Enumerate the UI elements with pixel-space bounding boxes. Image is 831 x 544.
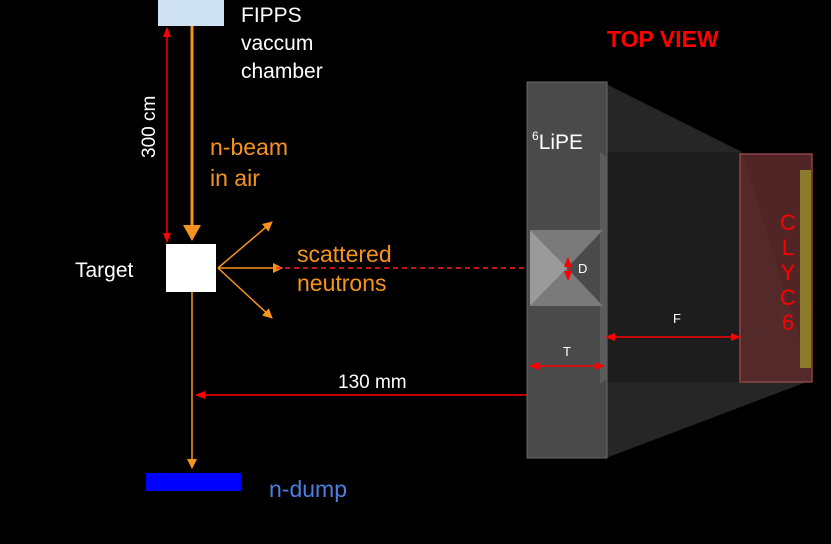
d-label: D: [578, 261, 588, 276]
lipe-cone-dark: [530, 230, 567, 306]
t-label: T: [563, 344, 571, 359]
lipe-superscript: 6: [532, 129, 539, 143]
lipe-inner-face: [600, 152, 607, 384]
view-title: TOP VIEW: [607, 26, 719, 52]
f-label: F: [673, 311, 681, 326]
scattered-label: scattered neutrons: [297, 241, 392, 296]
scatter-ray-up: [217, 221, 273, 269]
chamber-block: [158, 0, 224, 26]
clyc-label: C L Y C 6: [780, 210, 796, 335]
beam-arrowhead: [183, 225, 201, 241]
lipe-label: 6LiPE: [532, 130, 583, 153]
distance-label: 300 cm: [139, 95, 160, 158]
target-block: [166, 244, 216, 292]
projection-shadow-light: [606, 152, 742, 382]
chamber-label: FIPPS vaccum chamber: [241, 4, 323, 83]
dump-label: n-dump: [269, 476, 347, 502]
beam-label: n-beam in air: [210, 134, 288, 191]
lipe-text: LiPE: [538, 131, 584, 154]
mm-label: 130 mm: [338, 372, 407, 393]
dump-block: [146, 473, 241, 491]
scatter-ray-down: [217, 267, 273, 319]
clyc-crystal-edge: [800, 170, 811, 368]
target-label: Target: [75, 259, 134, 282]
lipe-cone-aperture: [530, 230, 603, 306]
